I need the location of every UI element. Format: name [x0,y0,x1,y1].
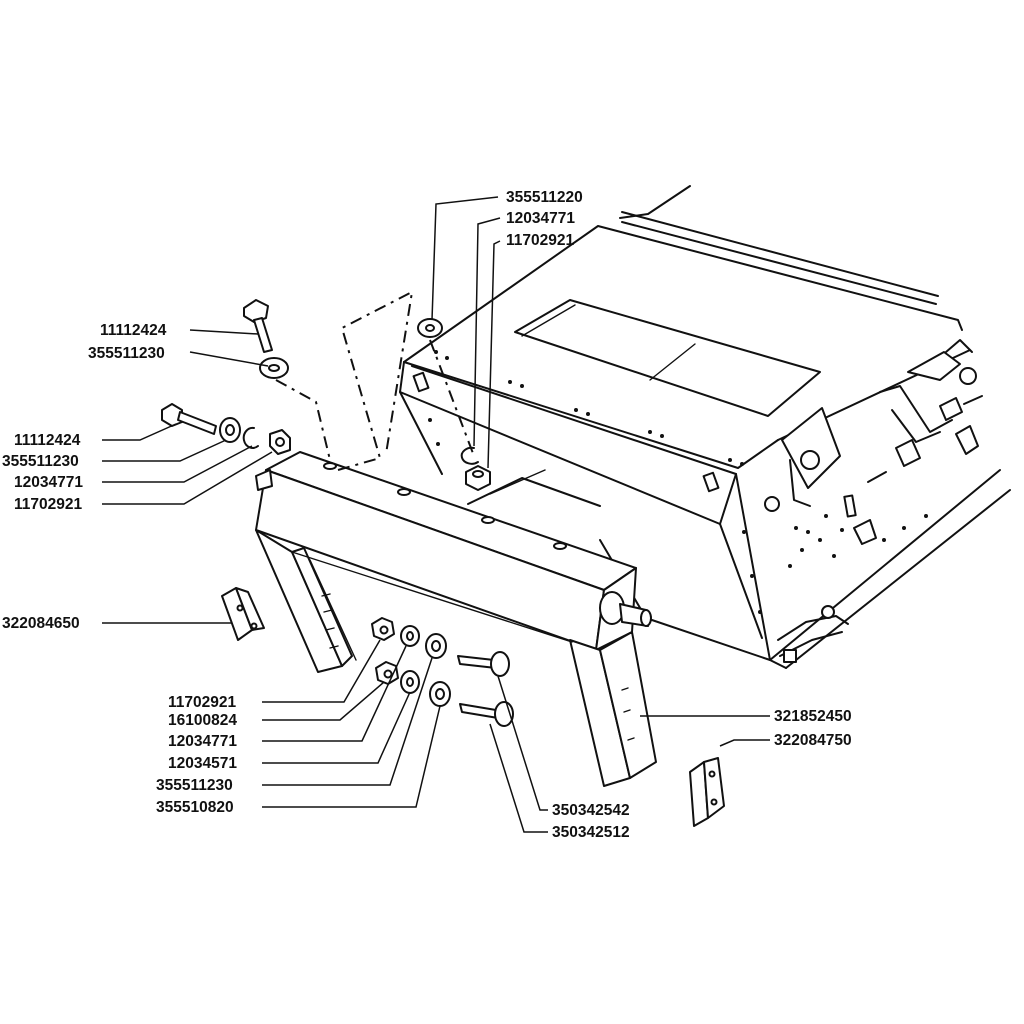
pin-upper-icon [457,651,510,677]
bolt-upper-icon [243,299,273,353]
label-washer-upper: 355511230 [88,345,165,362]
label-circlip-lower: 12034771 [168,733,237,750]
label-bracket-left: 322084650 [2,615,80,632]
machine-body [399,185,1011,669]
label-frame: 321852450 [774,708,852,725]
label-bolt-left: 11112424 [14,432,81,449]
label-top-nut: 11702921 [506,232,574,249]
part-labels: 355511220 12034771 11702921 11112424 355… [2,189,852,841]
label-top-washer: 355511220 [506,189,583,206]
label-circlip-left: 12034771 [14,474,83,491]
washer-upper-icon [259,357,289,379]
top-circlip-icon [460,446,479,465]
circlip-left-icon [242,426,259,449]
label-lockwasher-lower: 12034571 [168,755,237,772]
washer-lower-2-icon [429,681,451,707]
label-pin-upper: 350342542 [552,802,630,819]
label-nut-left: 11702921 [14,496,82,513]
bolt-left-icon [161,403,217,435]
assembly-line-2 [429,339,475,457]
label-washer-lower-2: 355510820 [156,799,234,816]
bracket-right-icon [689,757,725,827]
washer-left-icon [219,417,241,443]
nut-lower-2-icon [375,661,399,685]
assembly-line-3 [275,379,331,461]
circlip-lower-icon [400,625,420,647]
top-nut-icon [465,465,491,491]
assembly-line-1 [337,290,414,471]
label-washer-lower: 355511230 [156,777,233,794]
nut-left-icon [269,429,291,455]
label-top-circlip: 12034771 [506,210,575,227]
pin-lower-icon [459,701,514,727]
top-washer-icon [417,318,443,338]
label-nut-lower-2: 16100824 [168,712,237,729]
lockwasher-lower-icon [400,670,420,694]
label-pin-lower: 350342512 [552,824,630,841]
frame-part [255,451,657,787]
label-bracket-right: 322084750 [774,732,852,749]
washer-lower-icon [425,633,447,659]
label-nut-lower: 11702921 [168,694,236,711]
bracket-left-icon [221,587,265,641]
leader-lines [102,196,770,833]
label-washer-left: 355511230 [2,453,79,470]
label-bolt-upper: 11112424 [100,322,167,339]
nut-lower-icon [371,617,395,641]
